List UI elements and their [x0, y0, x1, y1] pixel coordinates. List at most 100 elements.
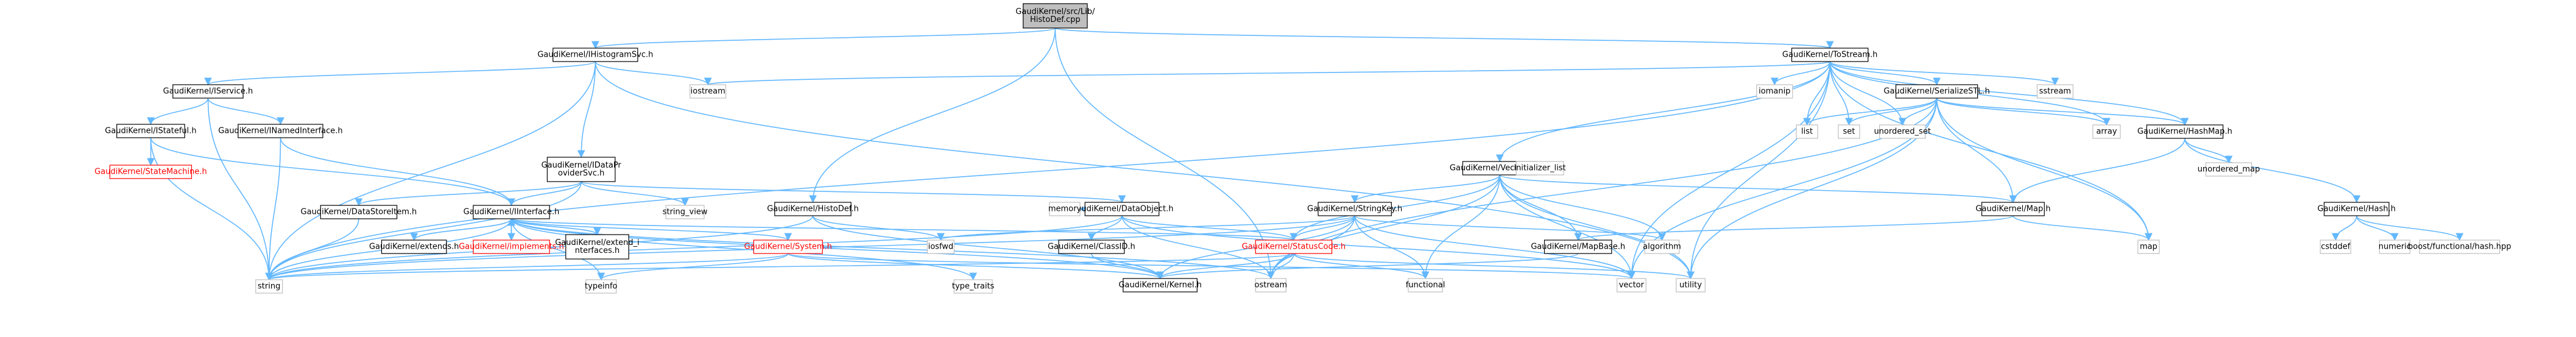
edge-system-to-typeinfo [597, 253, 789, 281]
edge-tostream-to-hashmap [1829, 61, 2189, 126]
node-box [1049, 202, 1081, 216]
edge-iservice-to-inamed [207, 98, 284, 126]
node-box [381, 239, 447, 254]
node-box [665, 205, 705, 219]
node-label: GaudiKernel/IStateful.h [105, 127, 196, 136]
node-datastore[interactable]: GaudiKernel/DataStoreItem.h [301, 205, 417, 219]
node-set: set [1838, 124, 1860, 139]
node-gmap[interactable]: GaudiKernel/Map.h [1975, 202, 2050, 216]
node-label: boost/functional/hash.hpp [2408, 243, 2511, 252]
node-numeric: numeric [2379, 239, 2411, 254]
node-iosfwd: iosfwd [926, 239, 955, 254]
edge-idataprov-to-datastore [355, 181, 582, 207]
node-typeinfo: typeinfo [585, 279, 618, 294]
node-iservice[interactable]: GaudiKernel/IService.h [163, 84, 253, 99]
node-box [1023, 3, 1088, 29]
node-label: GaudiKernel/ClassID.h [1048, 243, 1135, 252]
node-classid[interactable]: GaudiKernel/ClassID.h [1048, 239, 1135, 254]
node-label: GaudiKernel/DataStoreItem.h [301, 208, 417, 217]
node-box [1123, 278, 1198, 293]
node-istateful[interactable]: GaudiKernel/IStateful.h [105, 124, 197, 138]
edge-stringkey-to-statuscode [1290, 215, 1355, 241]
node-string_view: string_view [663, 205, 708, 219]
node-box [2036, 84, 2073, 99]
edge-histosvc-to-utility [595, 61, 1695, 280]
node-label: numeric [2379, 243, 2411, 252]
edge-stringkey-to-functional [1354, 215, 1430, 280]
node-root[interactable]: GaudiKernel/src/Lib/HistoDef.cpp [1015, 3, 1095, 29]
edge-iservice-to-string [207, 98, 273, 281]
edge-stringkey-to-algorithm [1354, 215, 1666, 241]
edge-hashmap-to-hash [2184, 138, 2361, 204]
node-box [585, 279, 617, 294]
node-box [1617, 278, 1646, 293]
node-extends[interactable]: GaudiKernel/extends.h [369, 239, 459, 254]
node-hashmap[interactable]: GaudiKernel/HashMap.h [2137, 124, 2232, 139]
node-box [2205, 162, 2253, 177]
edge-statuscode-to-ostream [1266, 253, 1294, 280]
node-box [2320, 239, 2351, 254]
node-dataobject[interactable]: GaudiKernel/DataObject.h [1070, 202, 1174, 216]
node-iomanip: iomanip [1756, 84, 1793, 99]
edge-serialize-to-set [1845, 98, 1938, 126]
node-mapbase[interactable]: GaudiKernel/MapBase.h [1531, 239, 1625, 254]
edge-vectormap-to-vector [1499, 174, 1636, 280]
node-label: memory [1048, 205, 1082, 214]
edge-iinterface-to-ostream [510, 218, 1275, 280]
node-cstddef: cstddef [2320, 239, 2351, 254]
node-histosvc[interactable]: GaudiKernel/IHistogramSvc.h [537, 48, 653, 62]
node-array: array [2092, 124, 2121, 139]
node-inamed[interactable]: GaudiKernel/INamedInterface.h [218, 124, 343, 138]
node-box [690, 84, 727, 99]
edge-iinterface-to-type_traits [510, 218, 977, 281]
edge-tostream-to-utility [1687, 61, 1830, 280]
node-box [320, 205, 398, 219]
node-box [2379, 239, 2411, 254]
node-system[interactable]: GaudiKernel/System.h [744, 239, 832, 254]
node-box [2323, 202, 2390, 216]
node-vector: vector [1617, 278, 1646, 293]
node-box [546, 157, 616, 182]
edge-vectormap-to-functional [1421, 174, 1500, 280]
node-box [255, 279, 283, 294]
edge-iinterface-to-statuscode [510, 218, 1297, 241]
edge-istateful-to-string [150, 137, 273, 281]
edge-hash-to-cstddef [2331, 215, 2357, 241]
edge-vectormap-to-utility [1499, 174, 1695, 280]
node-label: GaudiKernel/DataObject.h [1070, 205, 1173, 214]
edge-tostream-to-serialize [1829, 61, 1941, 86]
edge-root-to-histodef [809, 27, 1056, 204]
node-box [1756, 84, 1793, 99]
node-label: array [2096, 127, 2117, 137]
node-iinterface[interactable]: GaudiKernel/IInterface.h [464, 205, 560, 219]
edge-vectormap-to-algorithm [1499, 174, 1666, 241]
node-label: sstream [2039, 87, 2071, 96]
node-label: typeinfo [585, 282, 617, 291]
edge-system-to-string [265, 253, 789, 281]
edge-serialize-to-map [1936, 98, 2153, 241]
node-box [1516, 161, 1564, 176]
node-label: GaudiKernel/StateMachine.h [94, 168, 207, 177]
edge-extendint-to-iinterface [507, 218, 598, 235]
edge-tostream-to-string [265, 61, 1830, 281]
node-label: GaudiKernel/System.h [744, 243, 832, 252]
node-hash[interactable]: GaudiKernel/Hash.h [2318, 202, 2396, 216]
node-serialize[interactable]: GaudiKernel/SerializeSTL.h [1883, 84, 1990, 99]
node-implements[interactable]: GaudiKernel/implements.h [459, 239, 564, 254]
node-box [2092, 124, 2121, 139]
edge-histodef-to-iosfwd [812, 215, 945, 241]
node-box [473, 205, 550, 219]
node-type_traits: type_traits [952, 279, 995, 294]
edge-inamed-to-iinterface [280, 137, 515, 207]
node-kernel[interactable]: GaudiKernel/Kernel.h [1118, 278, 1202, 293]
node-statemachine[interactable]: GaudiKernel/StateMachine.h [94, 165, 207, 179]
node-statuscode[interactable]: GaudiKernel/StatusCode.h [1242, 239, 1346, 254]
node-stringkey[interactable]: GaudiKernel/StringKey.h [1307, 202, 1402, 216]
edge-dataobject-to-ostream [1121, 215, 1275, 280]
node-tostream[interactable]: GaudiKernel/ToStream.h [1782, 48, 1877, 62]
node-histodef[interactable]: GaudiKernel/HistoDef.h [767, 202, 859, 216]
edge-histosvc-to-iservice [204, 61, 596, 86]
